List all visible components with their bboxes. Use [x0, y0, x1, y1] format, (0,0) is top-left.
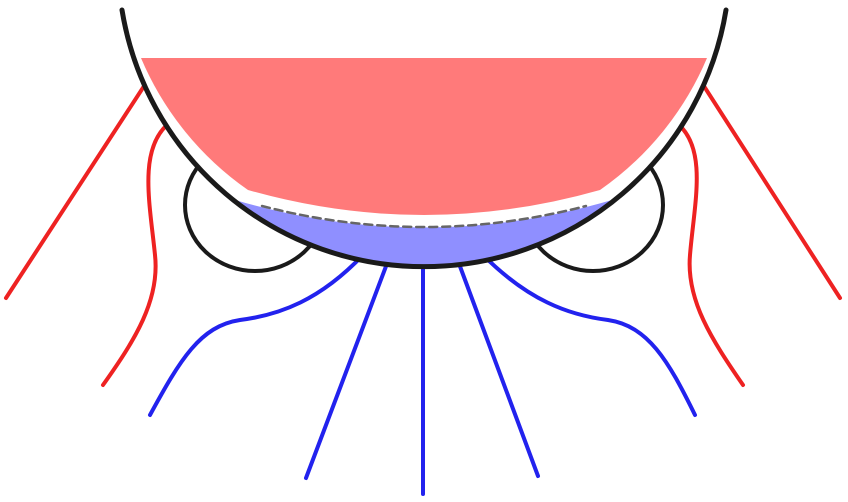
- upper-line-inner-right: [678, 124, 743, 385]
- upper-line-outer-right: [700, 80, 840, 298]
- upper-line-outer-left: [6, 80, 148, 298]
- upper-line-inner-left: [103, 124, 168, 385]
- lower-line-4: [458, 261, 538, 476]
- lower-line-5: [483, 255, 695, 415]
- lower-lines: [150, 255, 695, 494]
- lower-line-1: [150, 255, 363, 415]
